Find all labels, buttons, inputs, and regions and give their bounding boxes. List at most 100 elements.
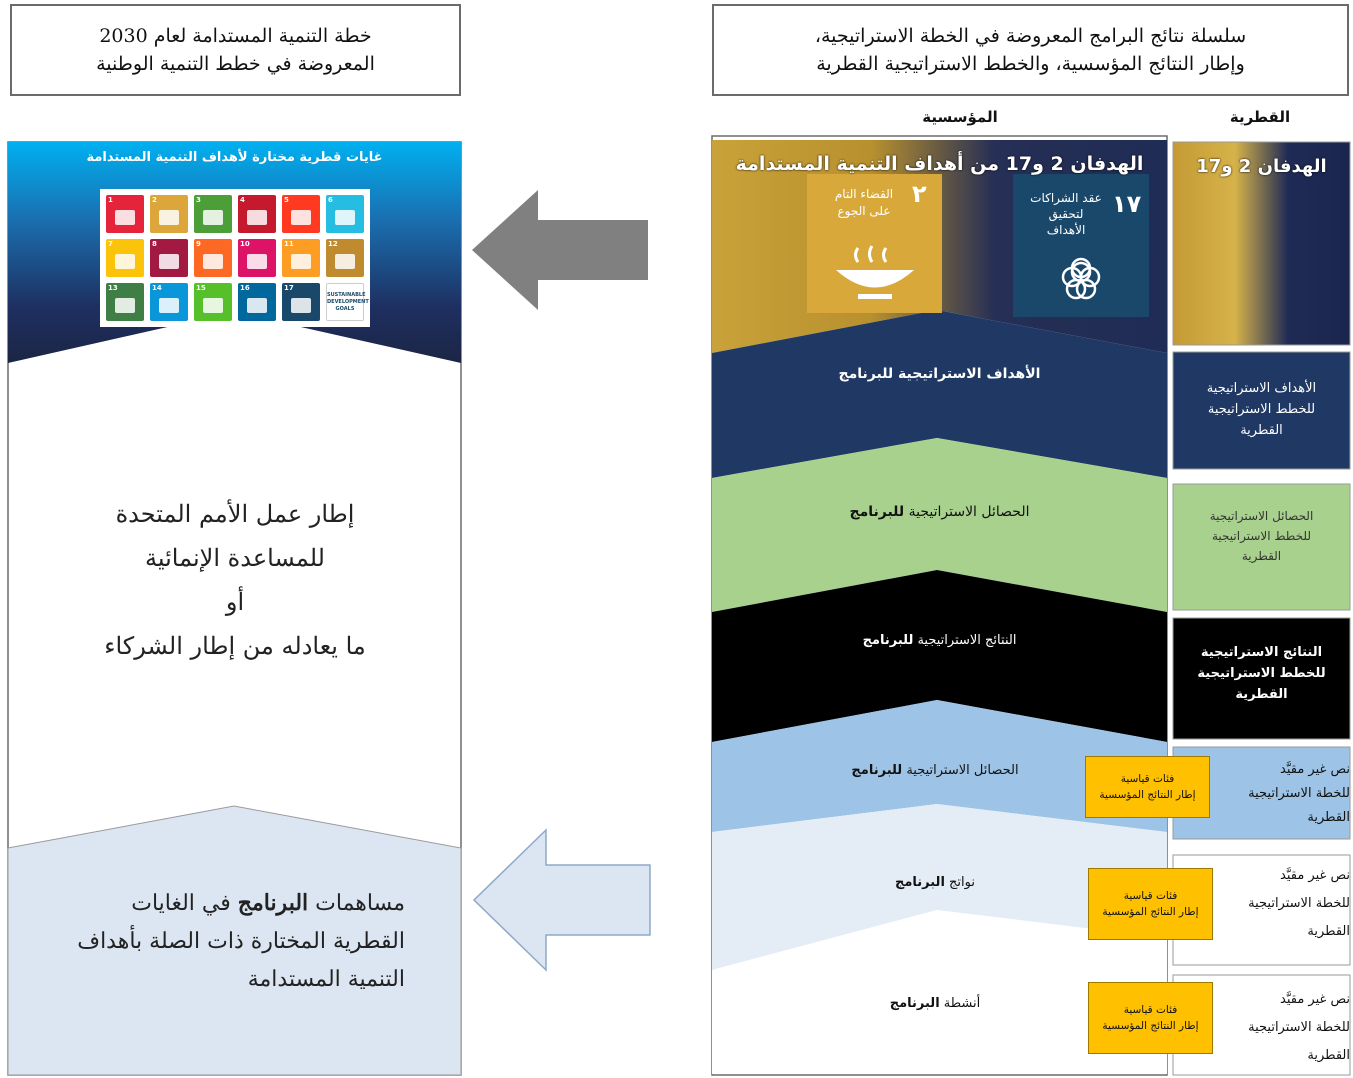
sdg-tile-icon	[335, 254, 355, 269]
level-outputs-chevron	[712, 804, 1167, 970]
undaf-line3: أو	[225, 588, 245, 616]
sdg-tile-number: 12	[328, 240, 338, 248]
sdg-tile-number: 10	[240, 240, 250, 248]
goal17-label-3: الأهداف	[1046, 223, 1086, 237]
left-title-line2: المعروضة في خطط التنمية الوطنية	[96, 53, 375, 75]
sdg-tile-number: 1	[108, 196, 113, 204]
country-lvl4-line1: نص غير مقيَّد	[1280, 868, 1350, 883]
sdg-tile-10: 10	[238, 239, 276, 277]
contributions-line1-a: مساهمات	[308, 891, 405, 916]
sdg-goal2-tile	[807, 174, 942, 313]
sdg-goals-logo: SUSTAINABLE DEVELOPMENT GOALS	[326, 283, 369, 321]
sdg-tile-13: 13	[106, 283, 144, 321]
sdg-tile-icon	[159, 254, 179, 269]
sdg-tile-number: 3	[196, 196, 201, 204]
sdg-tile-number: 5	[284, 196, 289, 204]
contributions-line3: التنمية المستدامة	[247, 967, 405, 992]
sdg-tile-icon	[159, 210, 179, 225]
country-sdg-title: الهدفان 2 و17	[1196, 156, 1327, 177]
sdg-tile-12: 12	[326, 239, 364, 277]
sdg-tile-11: 11	[282, 239, 320, 277]
contributions-line1: مساهمات البرنامج في الغايات	[40, 884, 405, 923]
goal2-label-2: على الجوع	[837, 204, 891, 218]
level1-main-a: الحصائل الاستراتيجية	[904, 504, 1030, 520]
sdg-tile-icon	[159, 298, 179, 313]
level1-main-b: للبرنامج	[849, 504, 905, 520]
sdg-tile-14: 14	[150, 283, 188, 321]
right-title-line1: سلسلة نتائج البرامج المعروضة في الخطة ال…	[814, 25, 1247, 47]
column-header-institutional: المؤسسية	[922, 108, 998, 126]
sdg-tile-icon	[115, 298, 135, 313]
country-lvl4-line3: القطرية	[1307, 924, 1350, 939]
level2-main-b: للبرنامج	[862, 633, 914, 648]
country-strategic-outcomes-box	[1172, 483, 1351, 611]
level-strategic-goals-chevron	[712, 310, 1167, 478]
sdg-goals-title: الهدفان 2 و17 من أهداف التنمية المستدامة	[735, 153, 1144, 175]
country-lvl3-line2: للخطة الاستراتيجية	[1248, 786, 1350, 801]
sdg-tile-number: 4	[240, 196, 245, 204]
sdg-tile-icon	[203, 210, 223, 225]
sdg-tile-icon	[291, 254, 311, 269]
left-title-line1: خطة التنمية المستدامة لعام 2030	[99, 25, 372, 47]
sdg-tile-number: 6	[328, 196, 333, 204]
sdg-tile-icon	[115, 210, 135, 225]
sdg-tile-icon	[203, 298, 223, 313]
sdg-goals-logo-text: SUSTAINABLE DEVELOPMENT GOALS	[327, 292, 369, 312]
country-strategic-goals-box	[1172, 351, 1351, 470]
goal17-number: ١٧	[1112, 190, 1142, 218]
country-lvl5-line1: نص غير مقيَّد	[1280, 992, 1350, 1007]
country-strategic-results-box	[1172, 617, 1351, 740]
column-header-country: القطرية	[1229, 108, 1291, 126]
goal17-label-1: عقد الشراكات	[1030, 191, 1102, 205]
sdg-tile-icon	[203, 254, 223, 269]
crf-tag-outcomes-line2: إطار النتائج المؤسسية	[1099, 789, 1196, 801]
level2-main-a: النتائج الاستراتيجية	[913, 633, 1017, 648]
country-results-line2: للخطط الاستراتيجية	[1197, 666, 1326, 681]
goal2-label: القضاء التام على الجوع	[818, 186, 910, 220]
level4-main-b: البرنامج	[894, 875, 945, 890]
level-strategic-outcomes-label: الحصائل الاستراتيجية للبرنامج	[712, 504, 1167, 520]
undaf-line1: إطار عمل الأمم المتحدة	[115, 500, 355, 528]
level3-main-a: الحصائل الاستراتيجية	[902, 763, 1019, 778]
goal17-label: عقد الشراكات لتحقيق الأهداف	[1024, 190, 1108, 238]
arrow-left-lightblue-icon	[472, 828, 651, 972]
contributions-chevron	[7, 805, 462, 1076]
right-title-box: سلسلة نتائج البرامج المعروضة في الخطة ال…	[712, 4, 1349, 96]
sdg-tile-icon	[291, 298, 311, 313]
level5-main-b: البرنامج	[889, 996, 940, 1011]
level-programme-outcomes-chevron	[712, 700, 1167, 832]
arrow-left-gray-icon	[472, 190, 648, 310]
sdg-tile-5: 5	[282, 195, 320, 233]
country-goals-line1: الأهداف الاستراتيجية	[1206, 381, 1317, 396]
country-sdg-box	[1172, 141, 1351, 346]
country-lvl3-line1: نص غير مقيَّد	[1280, 762, 1350, 777]
sdg-tile-16: 16	[238, 283, 276, 321]
sdg-tile-icon	[335, 210, 355, 225]
goal2-number: ٢	[912, 180, 927, 208]
sdg-tile-4: 4	[238, 195, 276, 233]
country-strategic-outcomes-text: الحصائل الاستراتيجية للخطط الاستراتيجية …	[1173, 506, 1350, 566]
sdg-tile-number: 13	[108, 284, 118, 292]
undaf-line2: للمساعدة الإنمائية	[145, 544, 325, 572]
right-title-line2: وإطار النتائج المؤسسية، والخطط الاستراتي…	[816, 53, 1245, 75]
country-goals-line3: القطرية	[1240, 423, 1283, 438]
goal17-label-2: لتحقيق	[1048, 207, 1084, 221]
sdg-goal17-tile	[1013, 174, 1149, 317]
level-strategic-results-label: النتائج الاستراتيجية للبرنامج	[712, 633, 1167, 648]
sdg-tile-2: 2	[150, 195, 188, 233]
left-title-box: خطة التنمية المستدامة لعام 2030 المعروضة…	[10, 4, 461, 96]
sdg-tile-15: 15	[194, 283, 232, 321]
level-activities-label: أنشطة البرنامج	[790, 996, 1080, 1011]
sdg-tile-number: 14	[152, 284, 162, 292]
crf-tag-outputs: فئات قياسية إطار النتائج المؤسسية	[1088, 868, 1213, 940]
undaf-line4: ما يعادله من إطار الشركاء	[104, 632, 366, 660]
sdg-tile-icon	[291, 210, 311, 225]
sdg-tile-number: 9	[196, 240, 201, 248]
crf-tag-outcomes-line1: فئات قياسية	[1120, 773, 1175, 785]
country-results-line3: القطرية	[1235, 687, 1288, 702]
level-activities-chevron	[712, 910, 1167, 1074]
country-lvl5-line2: للخطة الاستراتيجية	[1248, 1020, 1350, 1035]
sdg-tile-icon	[247, 298, 267, 313]
sdg-tile-number: 2	[152, 196, 157, 204]
